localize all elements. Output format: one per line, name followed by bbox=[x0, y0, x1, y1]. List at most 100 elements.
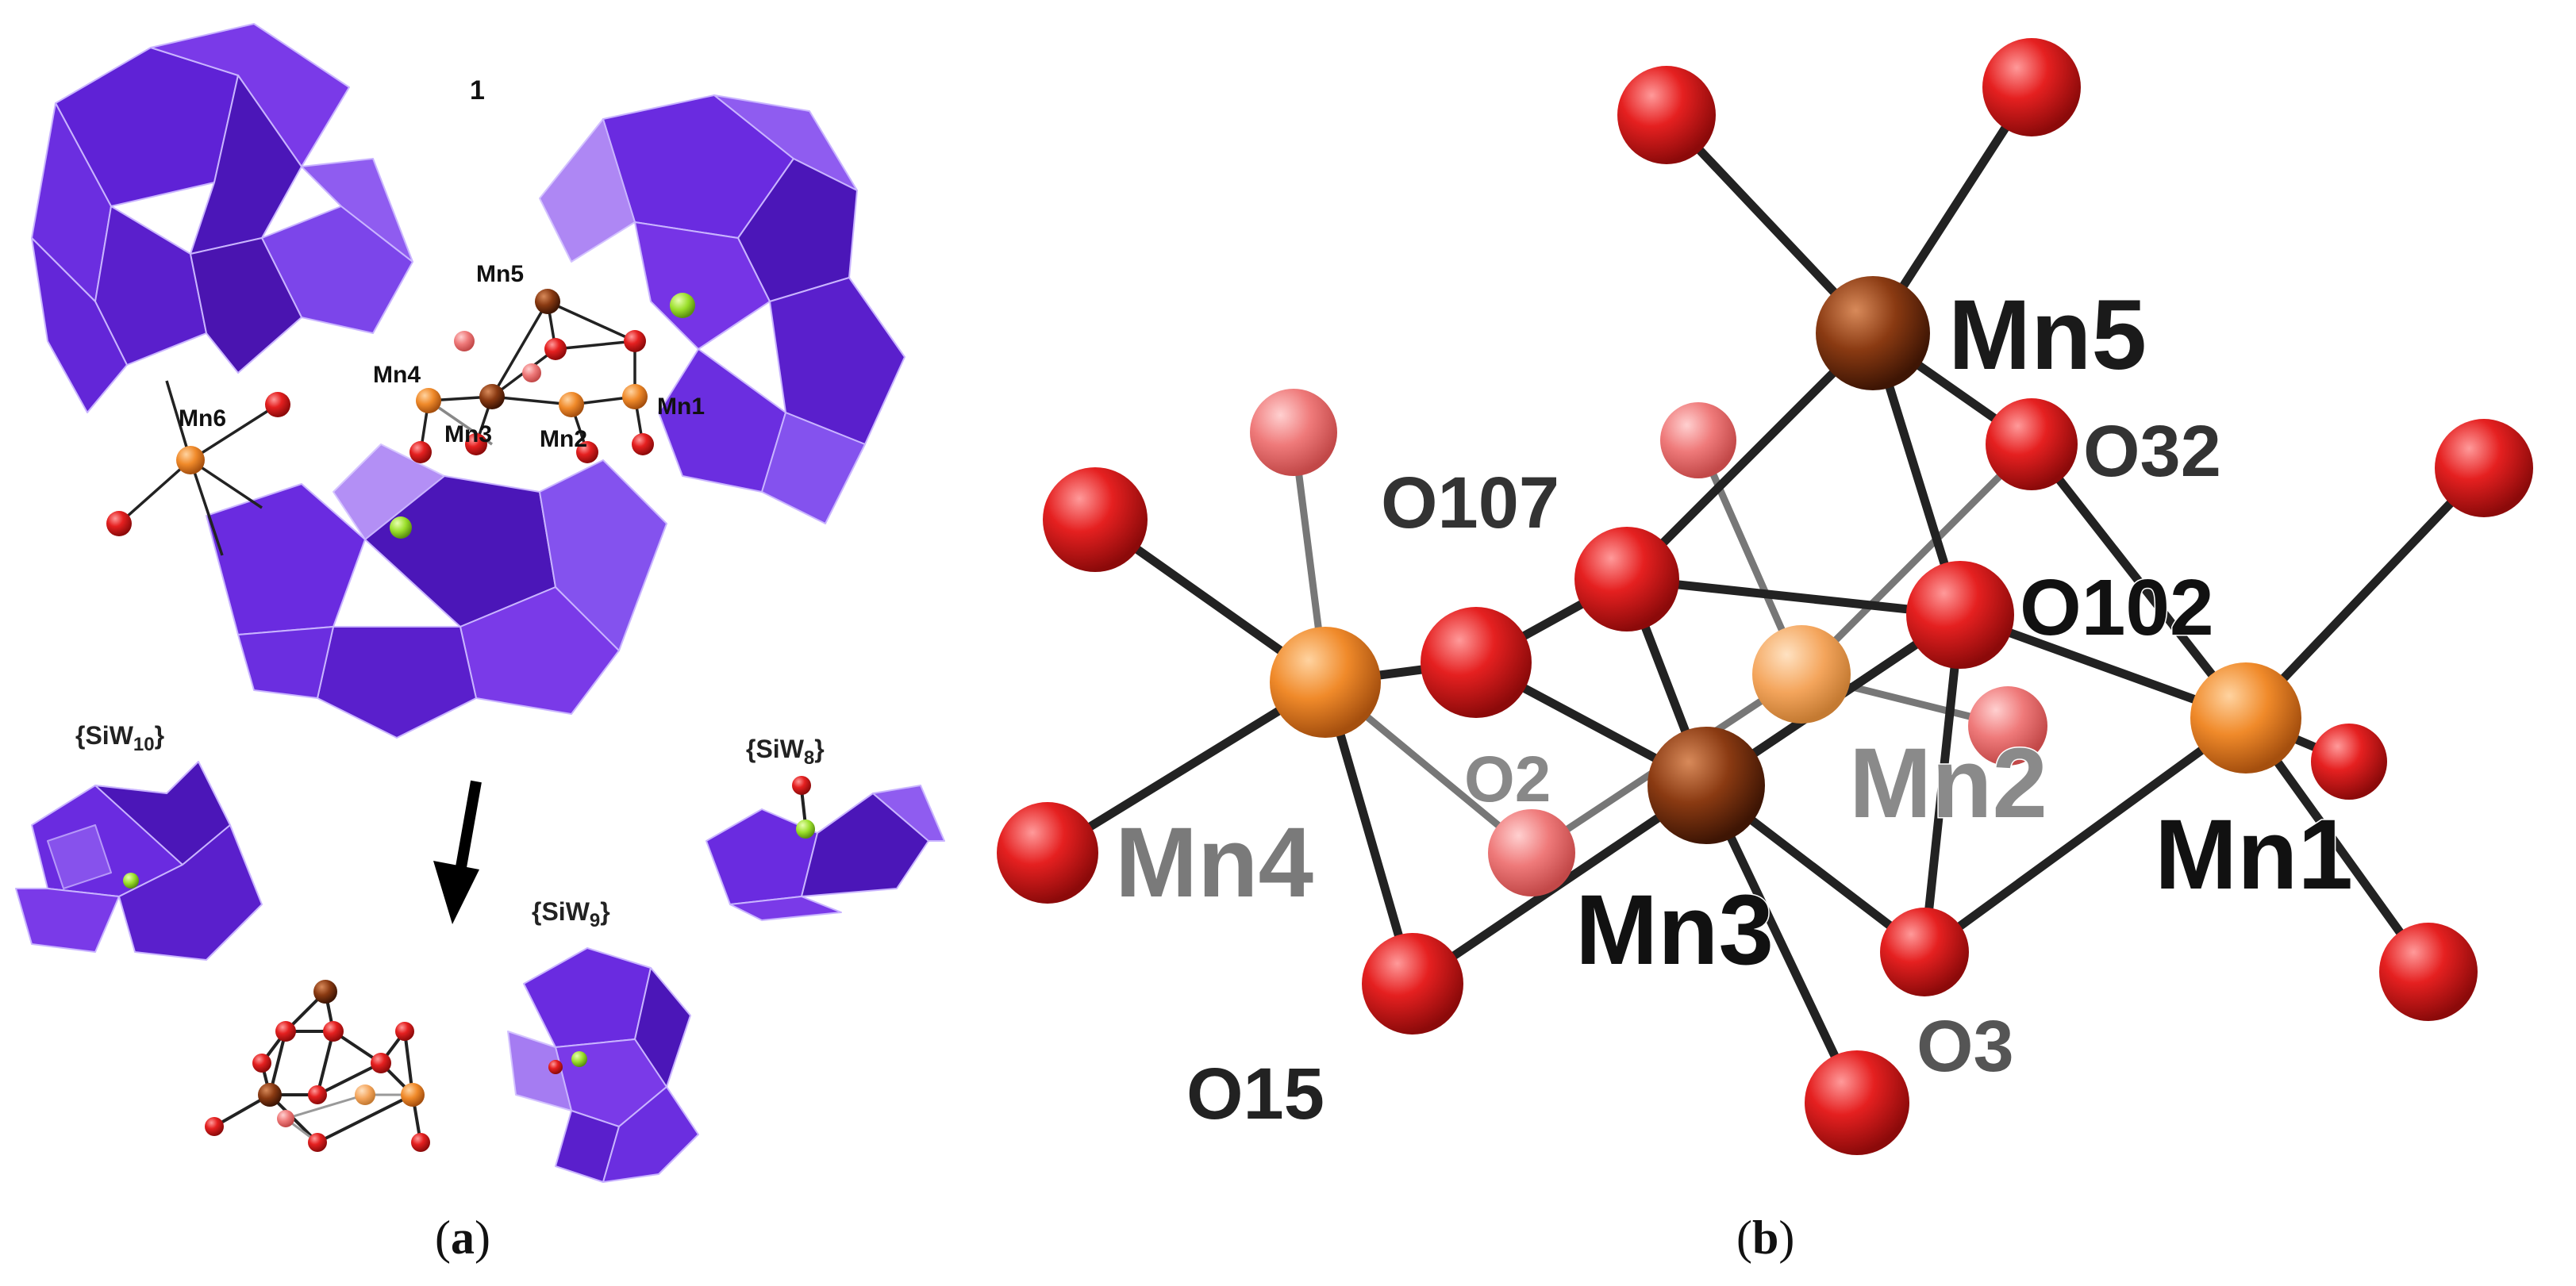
polyhedra-cluster-top-left bbox=[31, 23, 413, 413]
mn5-atom bbox=[535, 289, 560, 314]
oxygen-atom bbox=[548, 1060, 563, 1074]
mn-atom bbox=[355, 1084, 375, 1105]
label-o32: O32 bbox=[2083, 411, 2221, 492]
mn-atom bbox=[313, 980, 337, 1004]
oxygen-atom bbox=[323, 1021, 344, 1042]
fragment-label-subscript: 10 bbox=[133, 734, 155, 755]
oxygen-atom bbox=[2311, 724, 2387, 800]
fragment-label-suffix: } bbox=[155, 721, 164, 750]
fragment-label-siw8: {SiW8} bbox=[746, 735, 825, 769]
mn3-atom bbox=[479, 384, 505, 409]
mn1-atom bbox=[2190, 662, 2301, 774]
oxygen-atom bbox=[522, 363, 541, 382]
fragment-label-prefix: {SiW bbox=[746, 735, 805, 763]
mn1-atom bbox=[622, 384, 648, 409]
fragment-siw10 bbox=[15, 761, 263, 961]
silicon-atom bbox=[796, 820, 815, 839]
label-o107: O107 bbox=[1381, 463, 1559, 543]
mn6-atom bbox=[176, 446, 205, 474]
label-o102: O102 bbox=[2020, 563, 2214, 652]
panel-b: Mn5 O107 O32 O102 O2 Mn2 Mn4 Mn1 Mn3 O3 … bbox=[997, 38, 2533, 1264]
silicon-atom bbox=[571, 1051, 587, 1067]
panel-a-atoms bbox=[106, 289, 695, 539]
polyhedra-cluster-top-right bbox=[539, 94, 905, 524]
oxygen-atom bbox=[411, 1133, 430, 1152]
oxygen-atom bbox=[1982, 38, 2081, 136]
fragment-siw9 bbox=[507, 947, 699, 1183]
caption-paren-close: ) bbox=[1778, 1211, 1794, 1264]
fragment-label-siw9: {SiW9} bbox=[532, 897, 610, 931]
oxygen-atom bbox=[106, 511, 132, 536]
oxygen-atom bbox=[465, 433, 487, 455]
oxygen-atom bbox=[205, 1117, 224, 1136]
oxygen-atom bbox=[308, 1085, 327, 1104]
silicon-atom bbox=[670, 293, 695, 318]
compound-number: 1 bbox=[470, 75, 485, 106]
o15-atom bbox=[1362, 933, 1463, 1035]
fragment-label-subscript: 9 bbox=[590, 910, 600, 931]
label-mn5: Mn5 bbox=[476, 261, 524, 287]
oxygen-atom bbox=[308, 1133, 327, 1152]
mn-atom bbox=[401, 1083, 425, 1107]
o3-atom bbox=[1880, 908, 1969, 996]
oxygen-atom bbox=[576, 441, 598, 463]
mn-cubane-core bbox=[205, 980, 430, 1152]
panel-b-front-atoms bbox=[997, 38, 2533, 1155]
transformation-arrow bbox=[433, 780, 482, 924]
oxygen-atom bbox=[624, 330, 646, 352]
label-mn3: Mn3 bbox=[444, 421, 492, 447]
fragment-label-prefix: {SiW bbox=[532, 897, 590, 926]
fragment-label-suffix: } bbox=[600, 897, 609, 926]
oxygen-atom bbox=[275, 1021, 296, 1042]
o102-atom bbox=[1906, 561, 2014, 669]
caption-letter: b bbox=[1752, 1211, 1778, 1264]
silicon-atom bbox=[390, 516, 412, 539]
oxygen-atom bbox=[252, 1054, 271, 1073]
oxygen-atom bbox=[2379, 923, 2478, 1021]
mn4-atom bbox=[1270, 627, 1381, 738]
oxygen-atom bbox=[544, 338, 567, 360]
oxygen-atom bbox=[454, 331, 475, 351]
mn4-atom bbox=[416, 388, 441, 413]
label-mn2: Mn2 bbox=[1849, 728, 2047, 839]
label-mn6: Mn6 bbox=[179, 405, 226, 432]
oxygen-atom bbox=[1660, 402, 1736, 478]
label-o15: O15 bbox=[1186, 1054, 1325, 1134]
oxygen-atom bbox=[1043, 467, 1148, 572]
mn3-atom bbox=[1647, 727, 1765, 844]
oxygen-atom bbox=[1805, 1050, 1909, 1155]
o32-atom bbox=[1986, 398, 2078, 490]
mn5-atom bbox=[1816, 276, 1930, 390]
polyhedra-cluster-bottom bbox=[206, 443, 667, 739]
oxygen-atom bbox=[371, 1053, 391, 1073]
label-mn4: Mn4 bbox=[373, 362, 421, 388]
caption-letter: a bbox=[451, 1211, 475, 1264]
mn2-atom bbox=[559, 392, 584, 417]
silicon-atom bbox=[123, 873, 139, 889]
panel-a: 1 Mn5 Mn4 Mn1 Mn6 Mn3 Mn2 {SiW10} {SiW8} bbox=[15, 23, 945, 1264]
mn-atom bbox=[258, 1083, 282, 1107]
oxygen-atom bbox=[1421, 607, 1532, 718]
oxygen-atom bbox=[632, 433, 654, 455]
fragment-label-prefix: {SiW bbox=[75, 721, 134, 750]
label-mn3: Mn3 bbox=[1575, 875, 1774, 985]
oxygen-atom bbox=[1488, 809, 1575, 896]
mn2-atom bbox=[1752, 625, 1851, 724]
label-mn4: Mn4 bbox=[1115, 808, 1313, 918]
label-mn2: Mn2 bbox=[540, 426, 587, 452]
fragment-label-suffix: } bbox=[814, 735, 824, 763]
fragment-label-subscript: 8 bbox=[804, 747, 814, 769]
oxygen-atom bbox=[265, 392, 290, 417]
oxygen-atom bbox=[409, 441, 432, 463]
panel-b-caption: (b) bbox=[1736, 1211, 1794, 1264]
panel-b-back-atoms bbox=[1250, 389, 2047, 896]
fragment-siw8 bbox=[706, 785, 945, 921]
oxygen-atom bbox=[997, 802, 1098, 904]
oxygen-atom bbox=[1968, 686, 2047, 766]
panel-a-caption: (a) bbox=[435, 1211, 490, 1264]
label-mn1: Mn1 bbox=[657, 393, 705, 420]
label-mn1: Mn1 bbox=[2155, 800, 2353, 910]
o107-atom bbox=[1574, 527, 1679, 631]
label-o3: O3 bbox=[1917, 1006, 2014, 1087]
